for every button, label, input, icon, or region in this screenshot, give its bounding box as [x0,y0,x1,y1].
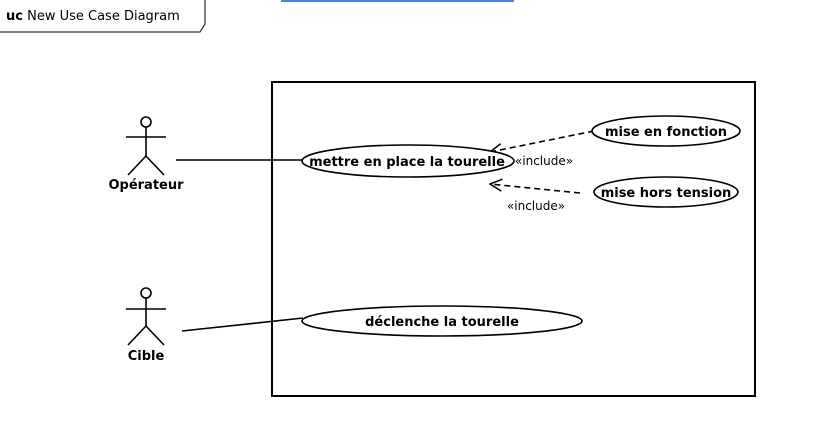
frame-tab-outline [0,0,206,33]
include-mise-en-fonction[interactable] [490,130,595,152]
diagram-frame-tab[interactable]: uc New Use Case Diagram [0,0,210,32]
use-case-mettre-en-place-shape [301,144,515,178]
include-mise-hors-tension[interactable] [490,184,581,194]
use-case-declenche[interactable]: déclenche la tourelle [301,305,583,337]
actor-cible-label: Cible [128,349,165,364]
diagram-frame-name: New Use Case Diagram [27,9,180,24]
top-accent-bar [281,0,514,2]
use-case-declenche-shape [301,305,583,337]
actor-cible-right-leg [145,325,165,346]
include-label-mise-hors-tension: «include» [507,199,565,213]
actor-operateur-head [140,116,152,128]
use-case-mettre-en-place[interactable]: mettre en place la tourelle [301,144,515,178]
actor-cible-head [140,287,152,299]
actor-operateur-label: Opérateur [108,178,184,193]
use-case-mise-en-fonction[interactable]: mise en fonction [591,115,741,147]
diagram-frame-title: uc New Use Case Diagram [6,9,180,24]
use-case-mise-hors-tension[interactable]: mise hors tension [593,176,739,208]
actor-cible-left-leg [127,325,147,346]
use-case-mise-en-fonction-label: mise en fonction [605,125,727,140]
actor-operateur-right-leg [145,155,165,176]
use-case-mise-en-fonction-shape [591,115,741,147]
include-label-mise-en-fonction: «include» [515,154,573,168]
actor-operateur-left-leg [127,155,147,176]
actor-cible[interactable]: Cible [126,287,166,364]
use-case-mise-hors-tension-label: mise hors tension [601,186,732,201]
diagram-frame-keyword: uc [6,9,23,24]
use-case-declenche-label: déclenche la tourelle [365,315,519,330]
use-case-mise-hors-tension-shape [593,176,739,208]
actor-operateur[interactable]: Opérateur [108,116,184,193]
association-cible-declenche[interactable] [181,317,304,332]
use-case-mettre-en-place-label: mettre en place la tourelle [309,155,505,170]
